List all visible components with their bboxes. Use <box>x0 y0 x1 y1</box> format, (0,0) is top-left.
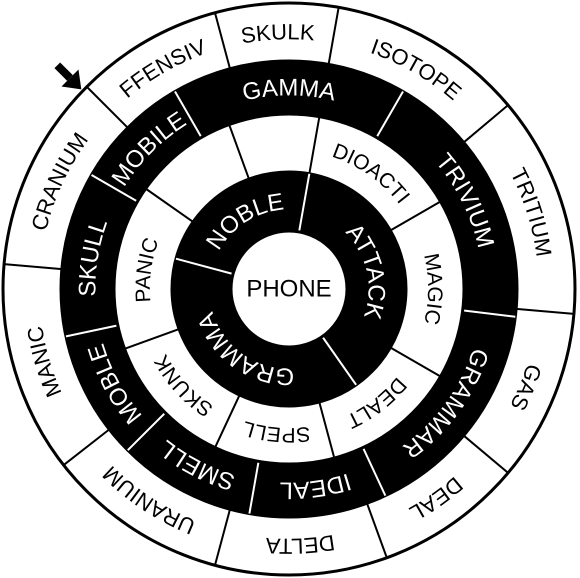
ring-2-divider <box>228 124 250 180</box>
ring-4-divider <box>214 12 231 70</box>
ring-4-word: DELTA <box>264 530 336 559</box>
ring-4-divider <box>214 508 231 566</box>
ring-4-divider <box>4 263 62 271</box>
arrow-icon <box>54 62 82 90</box>
ring-2-divider <box>145 187 194 223</box>
ring-3-outline <box>59 59 519 519</box>
ring-2-divider <box>214 394 241 449</box>
ring-2-divider <box>318 401 336 459</box>
ring-1-band <box>172 172 406 406</box>
ring-4-divider <box>366 502 388 559</box>
ring-4-divider <box>463 104 509 144</box>
center-circle <box>229 229 349 349</box>
ring-4-word: SKULK <box>239 19 316 48</box>
ring-3-divider <box>362 447 387 497</box>
ring-1-divider <box>321 335 357 386</box>
ring-3-divider <box>248 461 260 514</box>
ring-2-divider <box>389 346 442 378</box>
ring-3-divider <box>375 91 404 138</box>
ring-3-divider <box>127 412 166 451</box>
ring-3-divider <box>65 324 119 338</box>
ring-2-outline <box>112 112 466 466</box>
ring-2-divider <box>308 116 321 174</box>
ring-4-divider <box>327 7 340 65</box>
center-hub: PHONE <box>229 229 349 349</box>
ring-3-divider <box>462 309 516 318</box>
ring-4-divider <box>463 434 509 474</box>
ring-2-divider <box>389 200 442 232</box>
ring-4-divider <box>63 428 110 466</box>
ring-4-divider <box>516 307 574 315</box>
ring-1-outline <box>170 170 408 408</box>
ring-1-divider <box>175 257 234 275</box>
ring-1-divider <box>298 173 311 233</box>
ring-2-word: MAGIC <box>419 252 446 327</box>
ring-3-divider <box>91 174 138 203</box>
ring-3-divider <box>174 91 203 138</box>
ring-2-divider <box>124 328 180 350</box>
ring-4-divider <box>86 86 129 129</box>
ring-2-band <box>113 113 465 465</box>
center-word: PHONE <box>246 276 331 303</box>
